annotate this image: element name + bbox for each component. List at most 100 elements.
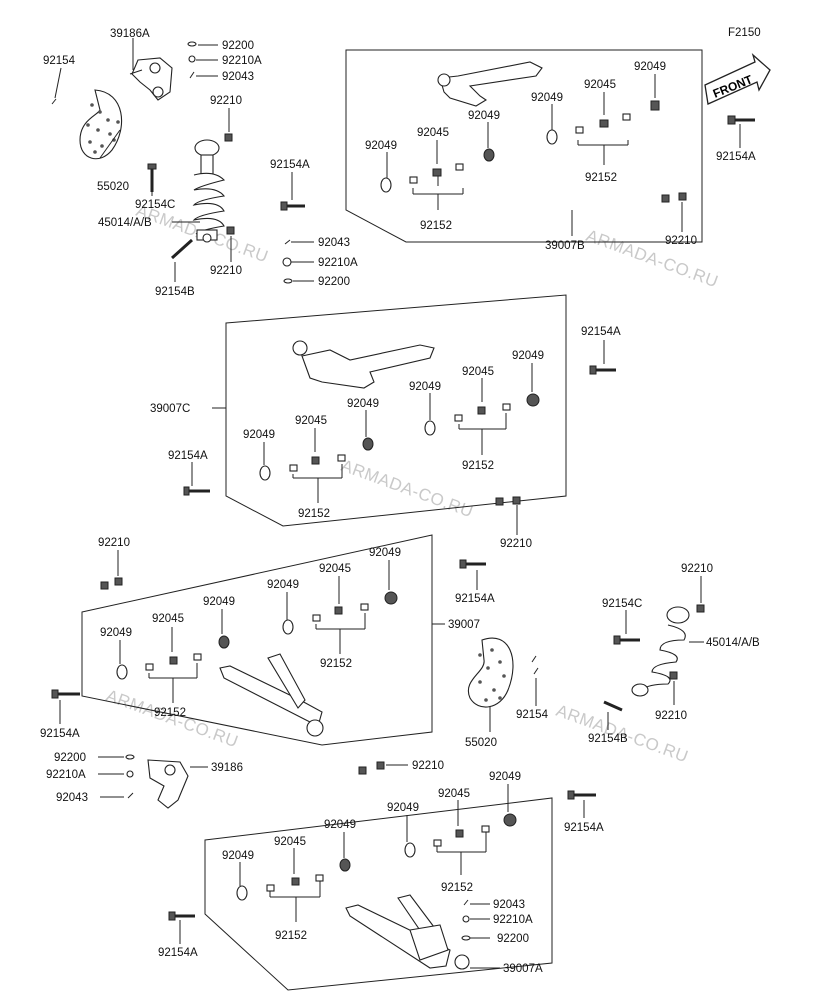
label-92152-d: 92152	[298, 508, 330, 520]
assembly-box-39007c	[225, 294, 567, 527]
label-92049-n: 92049	[387, 802, 419, 814]
upper-arm-39007b-part	[437, 61, 543, 107]
label-92210a-b: 92210A	[318, 257, 358, 269]
label-92200: 92200	[222, 40, 254, 52]
label-39007c: 39007C	[150, 403, 190, 415]
label-92045-f: 92045	[152, 613, 184, 625]
label-92154-b: 92154	[516, 709, 549, 721]
bolt-92154a-top	[280, 201, 305, 211]
label-92210-e: 92210	[98, 537, 130, 549]
assembly-box-39007a	[204, 797, 553, 991]
bolt-92154a-39007a-left	[168, 911, 195, 921]
label-92154a-b: 92154A	[716, 151, 756, 163]
watermark-3: ARMADA-CO.RU	[339, 456, 476, 521]
front-arrow-icon: FRONT	[704, 53, 771, 105]
knuckle-39186-part	[147, 759, 189, 809]
lower-arm-39007-part	[219, 653, 324, 737]
label-92210a-c: 92210A	[46, 769, 86, 781]
label-92154b-b: 92154B	[588, 733, 628, 745]
bolt-92154b	[170, 238, 194, 260]
bolt-92154a-front	[727, 115, 755, 125]
label-92154c-b: 92154C	[602, 598, 642, 610]
label-92049-i: 92049	[369, 547, 401, 559]
label-92154b: 92154B	[155, 286, 195, 298]
label-92210-d: 92210	[500, 538, 532, 550]
bolt-92154a-bottomleft	[51, 689, 80, 699]
label-92049-p: 92049	[222, 850, 254, 862]
upper-arm-39007c-part	[292, 340, 435, 389]
label-45014ab-b: 45014/A/B	[706, 637, 760, 649]
label-92045-e: 92045	[319, 563, 351, 575]
label-92049-e: 92049	[512, 350, 544, 362]
bolt-92154a-box39007	[459, 559, 486, 569]
label-92154: 92154	[43, 55, 76, 67]
label-92049-c: 92049	[531, 92, 563, 104]
label-92210-g: 92210	[655, 710, 687, 722]
label-92152-f: 92152	[154, 707, 186, 719]
label-92049-l: 92049	[100, 627, 132, 639]
label-92200-d: 92200	[497, 933, 529, 945]
leader-lines	[54, 38, 741, 969]
shock-absorber-45014-right-part	[631, 606, 690, 697]
label-92049-f: 92049	[409, 381, 441, 393]
brake-disc-55020-part	[79, 89, 123, 160]
bolt-92154c	[147, 163, 157, 192]
label-92049-g: 92049	[347, 398, 379, 410]
bolt-92154a-39007a-right	[567, 790, 596, 800]
watermarks: ARMADA-CO.RU ARMADA-CO.RU ARMADA-CO.RU A…	[104, 201, 721, 766]
label-92210-f: 92210	[681, 563, 713, 575]
label-92154a-g: 92154A	[564, 822, 604, 834]
part-number-labels: 39186A 92200 92210A 92043 92154 92210 55…	[40, 28, 760, 975]
label-92154c: 92154C	[135, 199, 175, 211]
shock-absorber-45014-part	[192, 139, 226, 243]
label-92210-h: 92210	[412, 760, 444, 772]
label-92210: 92210	[210, 95, 242, 107]
label-92154a-h: 92154A	[158, 947, 198, 959]
label-92154a-c: 92154A	[581, 326, 621, 338]
label-92210a: 92210A	[222, 55, 262, 67]
label-92045-d: 92045	[295, 415, 327, 427]
label-92152-a: 92152	[585, 172, 617, 184]
label-39007b: 39007B	[545, 240, 585, 252]
label-92152-c: 92152	[462, 460, 494, 472]
bolt-92154c-right	[613, 635, 640, 645]
bolt-92154a-mid	[589, 365, 616, 375]
label-92154a: 92154A	[270, 159, 310, 171]
label-92049-h: 92049	[243, 429, 275, 441]
label-39186: 39186	[211, 762, 243, 774]
label-92210-b: 92210	[210, 265, 242, 277]
label-92049-k: 92049	[203, 596, 235, 608]
label-92045-b: 92045	[584, 79, 616, 91]
label-92152-e: 92152	[320, 658, 352, 670]
label-45014ab: 45014/A/B	[98, 217, 152, 229]
label-39186a: 39186A	[110, 28, 150, 40]
label-92045-a: 92045	[417, 127, 449, 139]
knuckle-39186a-part	[129, 57, 173, 101]
assembly-box-39007b	[345, 49, 703, 243]
label-92049-o: 92049	[324, 819, 356, 831]
label-92045-c: 92045	[462, 366, 494, 378]
label-92154a-f: 92154A	[40, 728, 80, 740]
label-92152-g: 92152	[441, 882, 473, 894]
figure-code: F2150	[728, 27, 761, 39]
assembly-box-39007	[81, 534, 433, 746]
label-39007a: 39007A	[503, 963, 543, 975]
brake-disc-55020-right-part	[467, 637, 514, 708]
label-39007: 39007	[448, 619, 480, 631]
label-92049-d: 92049	[634, 61, 666, 73]
label-92049-a: 92049	[365, 140, 397, 152]
label-92049-j: 92049	[267, 579, 299, 591]
lower-arm-39007a-part	[345, 894, 470, 970]
label-92049-m: 92049	[489, 771, 521, 783]
label-92210-c: 92210	[665, 235, 697, 247]
label-55020-b: 55020	[465, 737, 497, 749]
label-92210a-d: 92210A	[493, 914, 533, 926]
bolt-92154b-right	[603, 700, 623, 712]
label-55020: 55020	[97, 181, 129, 193]
watermark-2: ARMADA-CO.RU	[584, 226, 721, 291]
label-92200-c: 92200	[54, 752, 86, 764]
label-92043-b: 92043	[318, 237, 350, 249]
label-92043-d: 92043	[493, 899, 525, 911]
